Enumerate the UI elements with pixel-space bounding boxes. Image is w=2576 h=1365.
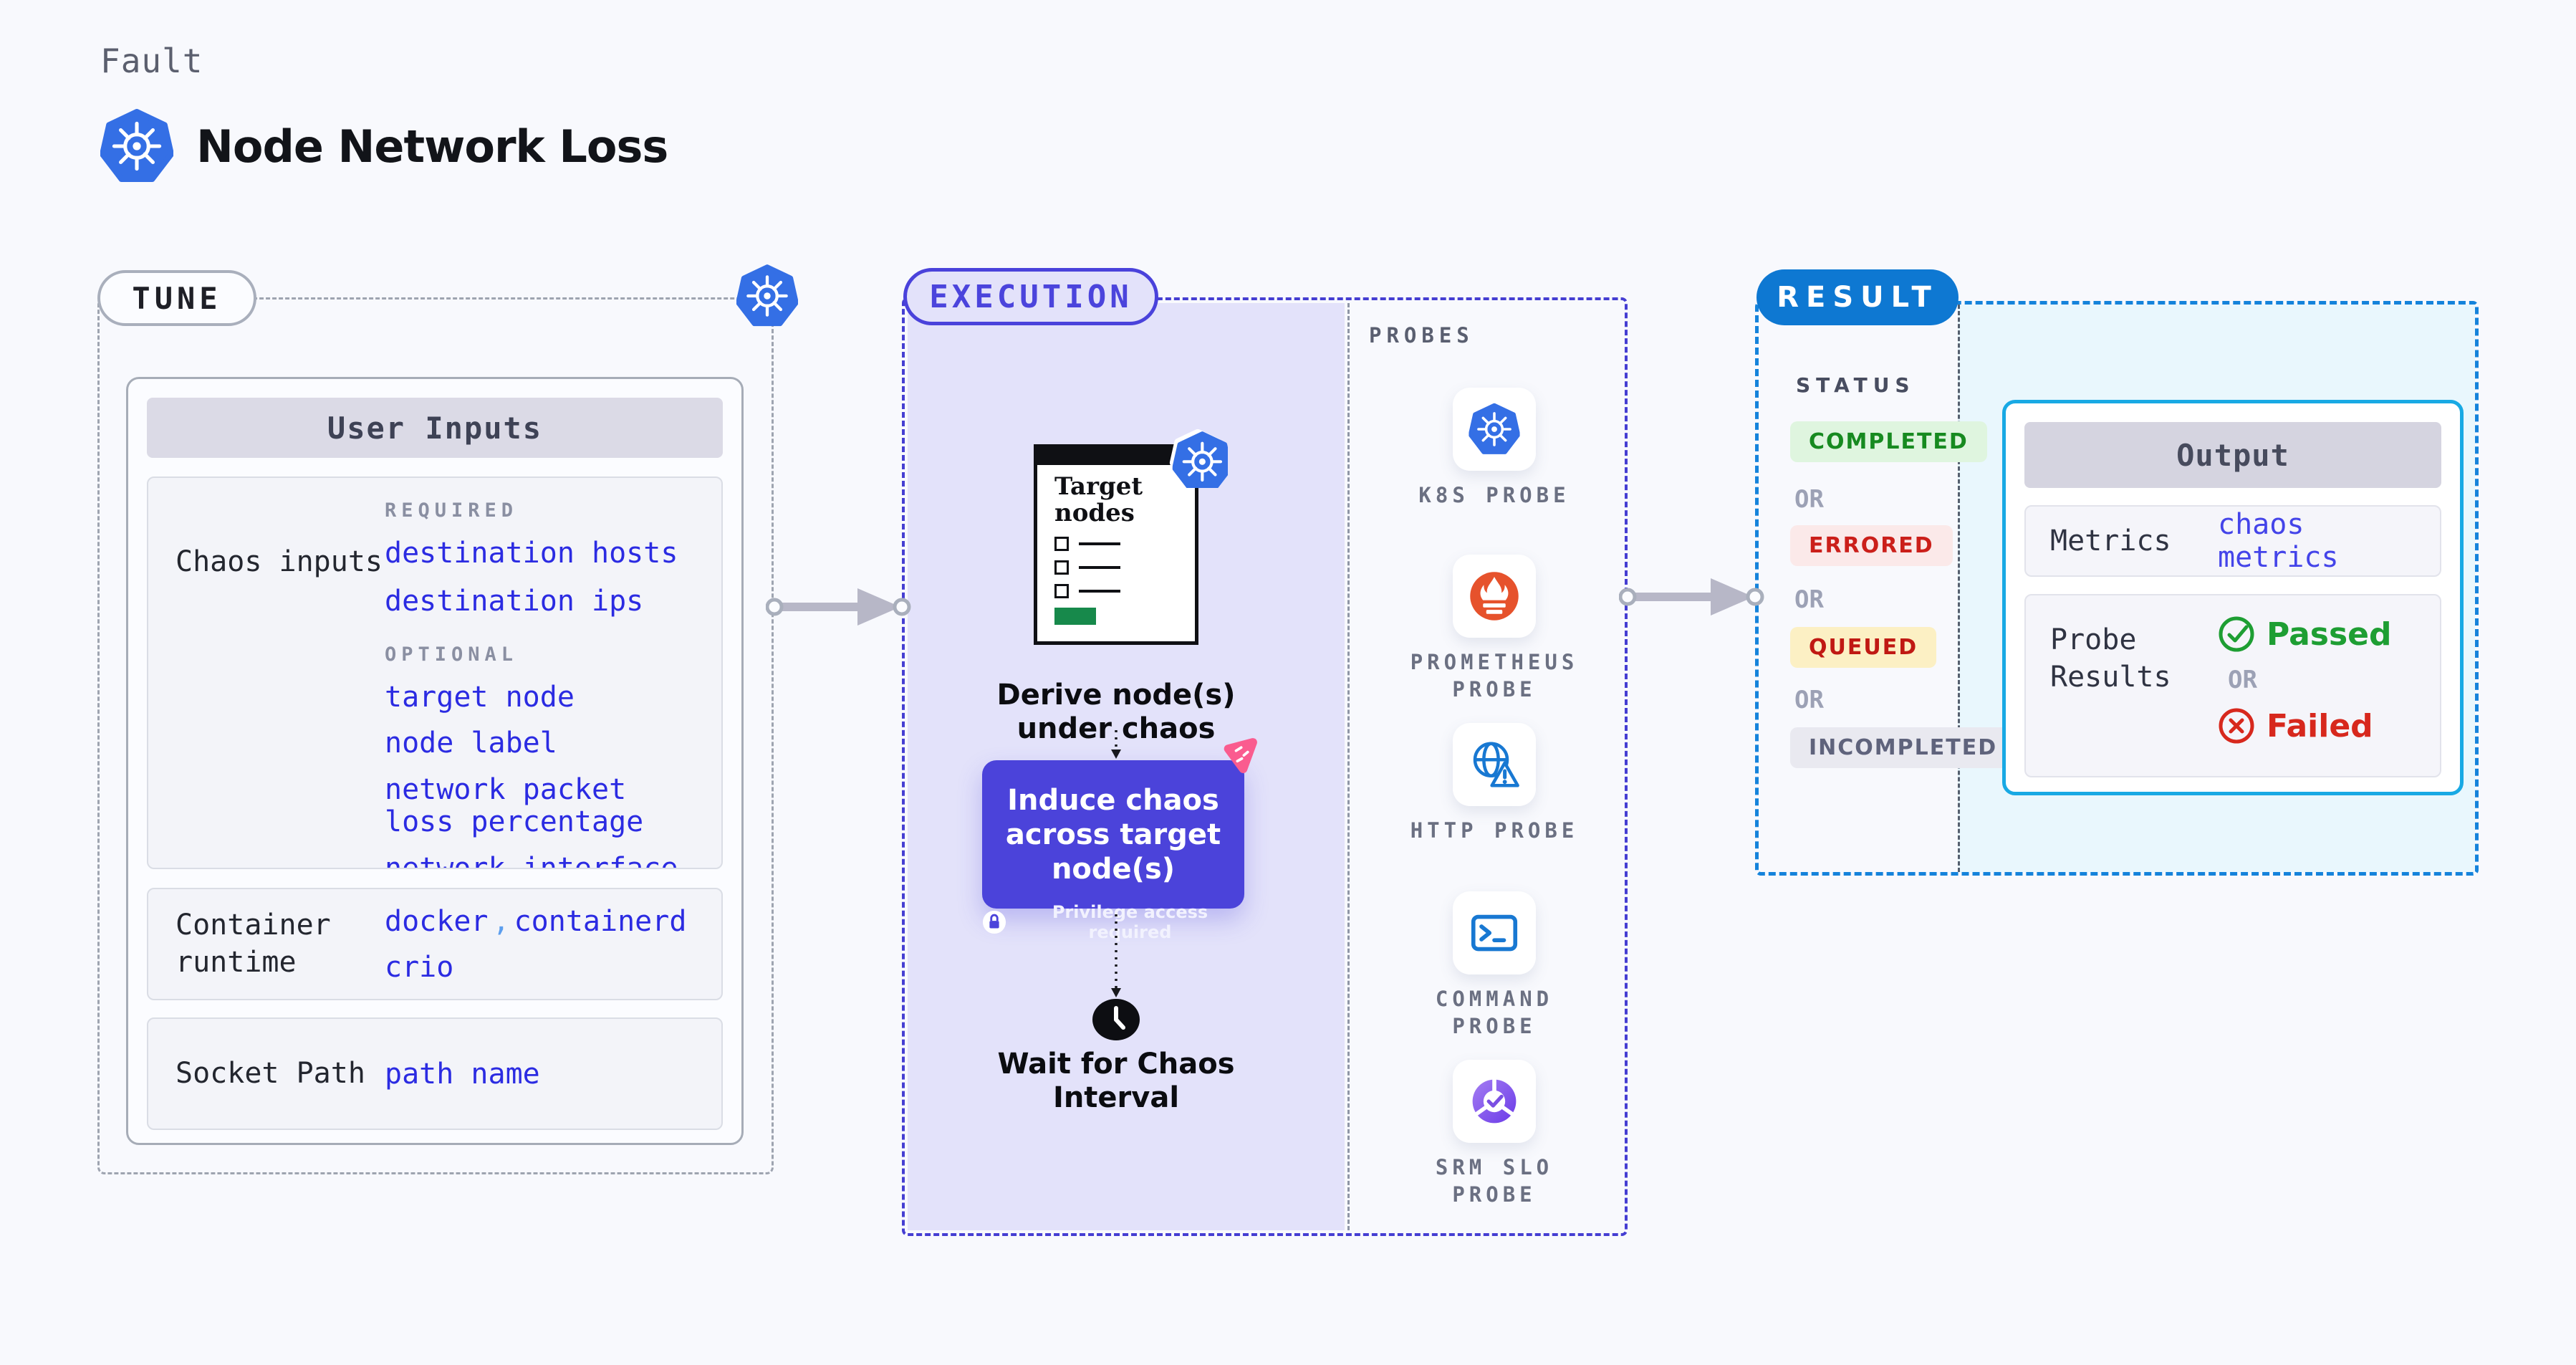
or-separator: OR	[1794, 585, 1824, 614]
probe-label: SRM SLO PROBE	[1435, 1155, 1554, 1207]
tune-badge: TUNE	[97, 270, 256, 326]
checkbox-icon	[1054, 583, 1069, 598]
flow-arrow-icon	[766, 587, 916, 627]
kubernetes-icon	[1469, 403, 1520, 456]
http-globe-icon	[1469, 738, 1520, 791]
probe-command: COMMAND PROBE	[1401, 891, 1587, 1040]
row-label: Socket Path	[176, 1056, 365, 1090]
execution-badge: EXECUTION	[903, 268, 1158, 325]
table-row-container-runtime: Container runtime docker,containerd crio	[147, 888, 723, 1000]
result-badge: RESULT	[1756, 269, 1959, 325]
or-separator: OR	[2228, 666, 2257, 694]
passed-label: Passed	[2267, 616, 2392, 653]
input-variable: network packet loss percentage	[385, 773, 644, 838]
failed-result: Failed	[2218, 707, 2391, 744]
prometheus-icon	[1469, 570, 1520, 623]
failed-label: Failed	[2267, 707, 2373, 744]
kubernetes-icon	[736, 264, 798, 328]
checkbox-icon	[1054, 536, 1069, 551]
x-circle-icon	[2219, 708, 2254, 744]
down-arrow-icon	[1111, 730, 1121, 759]
probes-divider	[1347, 303, 1350, 1230]
probe-k8s: K8S PROBE	[1401, 388, 1587, 509]
check-circle-icon	[2219, 616, 2254, 652]
confirm-button-shape	[1054, 607, 1096, 625]
row-label: Metrics	[2050, 525, 2171, 557]
runtime-value: crio	[385, 950, 454, 984]
tune-section	[97, 297, 774, 1174]
wait-step-label: Wait for Chaos Interval	[997, 1048, 1235, 1115]
probe-srm-slo: SRM SLO PROBE	[1401, 1060, 1587, 1208]
privilege-label: Privilege access required	[1052, 902, 1208, 942]
kubernetes-icon	[100, 107, 173, 185]
runtime-values: docker,containerd	[385, 904, 687, 938]
or-separator: OR	[1794, 485, 1824, 514]
fault-kicker: Fault	[100, 42, 203, 80]
output-card: Output Metrics chaos metrics Probe Resul…	[2002, 400, 2464, 795]
probe-results-row: Probe Results Passed OR	[2024, 594, 2441, 777]
status-heading: STATUS	[1796, 373, 1916, 397]
required-heading: REQUIRED	[385, 499, 519, 522]
input-variable: node label	[385, 727, 557, 760]
target-nodes-title: Target nodes	[1054, 472, 1143, 528]
table-row-socket-path: Socket Path path name	[147, 1017, 723, 1130]
down-arrow-icon	[1111, 914, 1121, 997]
derive-step-label: Derive node(s) under chaos	[996, 679, 1236, 746]
row-label: Chaos inputs	[176, 545, 383, 578]
node-checkbox-row	[1054, 560, 1195, 575]
induce-chaos-label: Induce chaos across target node(s)	[1005, 784, 1221, 886]
status-badge-errored: ERRORED	[1790, 525, 1953, 566]
status-badge-incompleted: INCOMPLETED	[1790, 727, 2017, 768]
page-title: Node Network Loss	[196, 120, 668, 173]
probe-label: PROMETHEUS PROBE	[1410, 650, 1579, 701]
probe-label: HTTP PROBE	[1410, 818, 1579, 843]
optional-heading: OPTIONAL	[385, 643, 519, 666]
table-row-chaos-inputs: Chaos inputs REQUIRED destination hosts …	[147, 476, 723, 869]
probe-label: K8S PROBE	[1418, 483, 1570, 507]
status-badge-completed: COMPLETED	[1790, 421, 1987, 462]
metrics-value: chaos metrics	[2218, 508, 2339, 574]
kubernetes-icon	[1169, 428, 1228, 488]
result-section: STATUS COMPLETED OR ERRORED OR QUEUED OR…	[1755, 301, 2479, 876]
target-nodes-card: Target nodes	[1034, 428, 1198, 645]
terminal-icon	[1469, 906, 1520, 959]
probe-http: HTTP PROBE	[1401, 723, 1587, 845]
user-inputs-table: User Inputs Chaos inputs REQUIRED destin…	[126, 377, 744, 1145]
lock-icon	[982, 910, 1006, 934]
litmus-chaos-icon	[1219, 735, 1260, 777]
probe-prometheus: PROMETHEUS PROBE	[1401, 555, 1587, 703]
input-variable: destination ips	[385, 584, 644, 618]
node-checkbox-row	[1054, 583, 1195, 598]
output-header: Output	[2024, 422, 2441, 488]
node-checkbox-row	[1054, 536, 1195, 551]
socket-path-value: path name	[385, 1057, 540, 1091]
row-label: Container runtime	[176, 909, 331, 979]
row-label: Probe Results	[2050, 623, 2171, 694]
execution-section: PROBES Target nodes Derive node(s) under…	[902, 297, 1628, 1236]
passed-result: Passed	[2218, 616, 2391, 653]
status-divider	[1958, 305, 1960, 872]
checkbox-icon	[1054, 560, 1069, 575]
user-inputs-header: User Inputs	[147, 398, 723, 458]
status-badge-queued: QUEUED	[1790, 627, 1937, 668]
clock-icon	[1092, 998, 1140, 1041]
fault-header: Node Network Loss	[100, 107, 668, 185]
input-variable: target node	[385, 680, 575, 714]
slo-gauge-icon	[1469, 1075, 1520, 1128]
induce-chaos-box: Induce chaos across target node(s) Privi…	[982, 760, 1244, 942]
or-separator: OR	[1794, 686, 1824, 714]
card-titlebar	[1037, 448, 1195, 465]
metrics-row: Metrics chaos metrics	[2024, 505, 2441, 577]
input-variable: destination hosts	[385, 537, 678, 570]
privilege-note: Privilege access required	[982, 902, 1244, 942]
input-variable: network interface	[385, 851, 678, 869]
probe-label: COMMAND PROBE	[1435, 987, 1554, 1038]
flow-arrow-icon	[1619, 577, 1769, 617]
probes-heading: PROBES	[1369, 323, 1474, 348]
